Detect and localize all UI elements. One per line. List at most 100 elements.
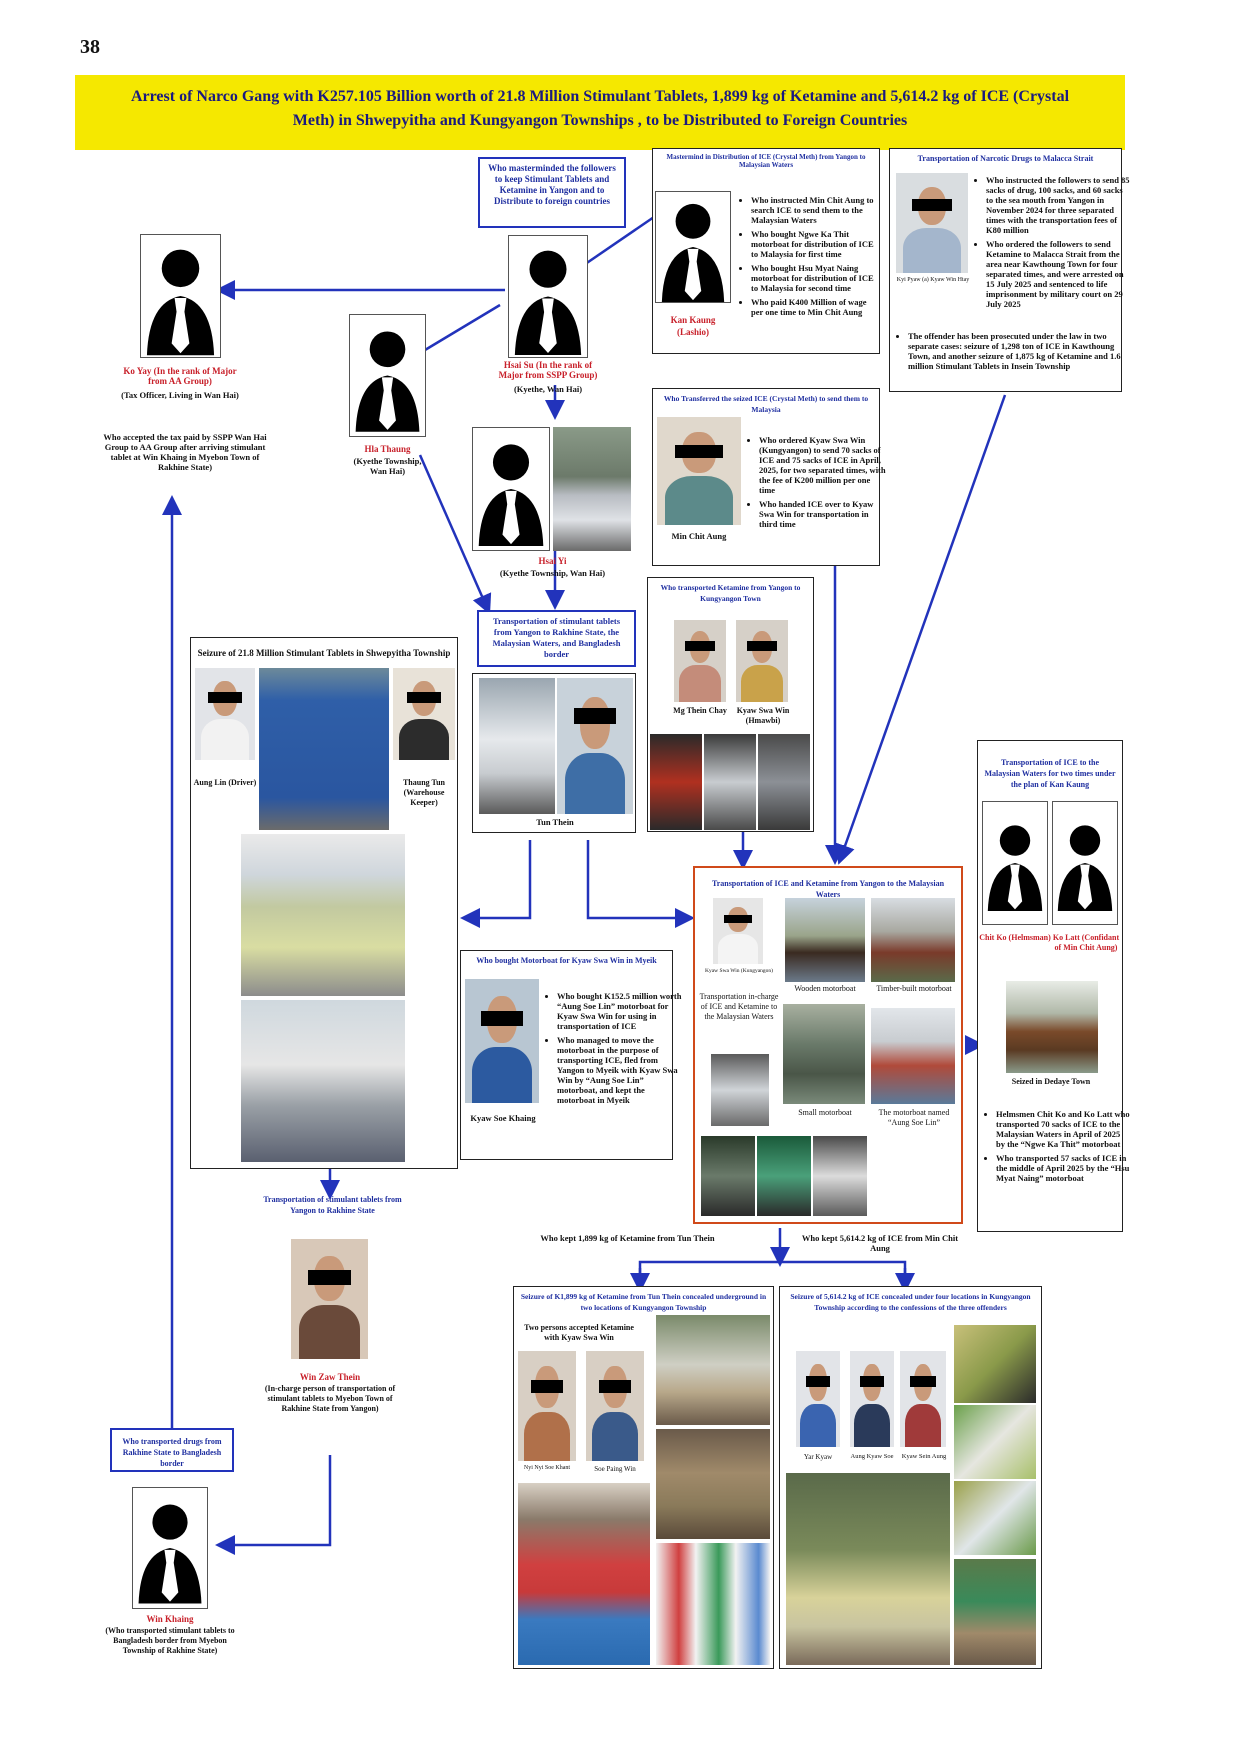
ice-package-photo-3: [954, 1481, 1036, 1555]
win-zaw-thein-name: Win Zaw Thein: [299, 1372, 361, 1382]
kyaw-swa-win-kungyangon-photo: [713, 898, 763, 964]
tun-thein-photo: [557, 678, 633, 814]
vehicle-photo-1: [701, 1136, 755, 1216]
ice-seizure-title: Seizure of 5,614.2 kg of ICE concealed u…: [790, 1292, 1031, 1312]
myeik-title: Who bought Motorboat for Kyaw Swa Win in…: [476, 956, 657, 965]
list-item: Who instructed the followers to send 85 …: [986, 175, 1131, 235]
ketamine-seizure-title: Seizure of K1,899 kg of Ketamine from Tu…: [520, 1292, 767, 1312]
car-photo-silver: [704, 734, 756, 830]
shwepyitha-title: Seizure of 21.8 Million Stimulant Tablet…: [197, 648, 451, 658]
ketamine-transport-title: Who transported Ketamine from Yangon to …: [660, 583, 801, 603]
malacca-person-photo: [896, 173, 968, 273]
kyaw-swa-win-kungyangon-caption: Kyaw Swa Win (Kungyangon): [705, 968, 773, 974]
list-item: Who bought Ngwe Ka Thit motorboat for di…: [751, 229, 879, 259]
page-number: 38: [80, 36, 100, 58]
min-chit-aung-title: Who Transferred the seized ICE (Crystal …: [663, 394, 869, 414]
kept-ice-label: Who kept 5,614.2 kg of ICE from Min Chit…: [801, 1233, 959, 1253]
malacca-bullets-bottom: The offender has been prosecuted under t…: [894, 331, 1130, 375]
chit-ko-name: Chit Ko (Helmsman): [979, 933, 1051, 942]
thaung-tun-photo: [393, 668, 455, 760]
malaysian-waters-title: Transportation of ICE and Ketamine from …: [711, 879, 945, 899]
vehicles-seizure-photo: [241, 1000, 405, 1162]
kyaw-sein-aung-name: Kyaw Sein Aung: [901, 1453, 947, 1460]
aung-soe-lin-photo: [871, 1008, 955, 1104]
hsai-su-silhouette: [508, 235, 588, 358]
banner-title: Arrest of Narco Gang with K257.105 Billi…: [130, 88, 1070, 129]
min-chit-aung-name: Min Chit Aung: [671, 531, 727, 541]
shwepyitha-box: Seizure of 21.8 Million Stimulant Tablet…: [190, 637, 458, 1169]
warehouse-photo: [259, 668, 389, 830]
ko-yay-note: Who accepted the tax paid by SSPP Wan Ha…: [103, 432, 267, 472]
win-zaw-thein-role: (In-charge person of transportation of s…: [264, 1384, 396, 1413]
list-item: Who handed ICE over to Kyaw Swa Win for …: [759, 499, 887, 529]
win-khaing-silhouette: [132, 1487, 208, 1609]
soe-paing-win-name: Soe Paing Win: [594, 1465, 636, 1473]
ketamine-underground-photo-2: [656, 1429, 770, 1539]
mg-thein-chay-name: Mg Thein Chay: [673, 706, 727, 715]
malacca-title: Transportation of Narcotic Drugs to Mala…: [917, 154, 1094, 163]
myeik-bullets: Who bought K152.5 million worth “Aung So…: [543, 991, 682, 1109]
kyaw-swa-win-hmawbi-photo: [736, 620, 788, 702]
wooden-motorboat-photo: [785, 898, 865, 982]
aung-lin-name: Aung Lin (Driver): [193, 778, 257, 787]
ketamine-seizure-subtitle: Two persons accepted Ketamine with Kyaw …: [524, 1323, 634, 1342]
tablets-seizure-photo: [241, 834, 405, 996]
kan-kaung-bullets: Who instructed Min Chit Aung to search I…: [737, 195, 879, 321]
car-photo-red: [650, 734, 702, 830]
title-banner: Arrest of Narco Gang with K257.105 Billi…: [75, 75, 1125, 150]
hsai-yi-name: Hsai Yi: [538, 556, 567, 566]
mastermind-box: Who masterminded the followers to keep S…: [478, 157, 626, 228]
ko-latt-silhouette: [1052, 801, 1118, 925]
bangladesh-box: Who transported drugs from Rakhine State…: [110, 1428, 234, 1472]
hsai-yi-silhouette: [472, 427, 550, 551]
kan-kaung-plan-title: Transportation of ICE to the Malaysian W…: [984, 758, 1116, 789]
yar-kyaw-name: Yar Kyaw: [803, 1453, 833, 1461]
kan-kaung-place: (Lashio): [676, 327, 709, 337]
aung-soe-lin-caption: The motorboat named “Aung Soe Lin”: [878, 1108, 950, 1127]
dedaye-boat-photo: [1006, 981, 1098, 1073]
vehicle-photo-2: [757, 1136, 811, 1216]
list-item: Who bought Hsu Myat Naing motorboat for …: [751, 263, 879, 293]
min-chit-aung-box: Who Transferred the seized ICE (Crystal …: [652, 388, 886, 566]
timber-motorboat-caption: Timber-built motorboat: [876, 984, 952, 993]
hsai-yi-place: (Kyethe Township, Wan Hai): [499, 568, 606, 578]
win-khaing-role: (Who transported stimulant tablets to Ba…: [105, 1626, 235, 1655]
wooden-motorboat-caption: Wooden motorboat: [794, 984, 856, 993]
kan-kaung-plan-bullets: Helmsmen Chit Ko and Ko Latt who transpo…: [982, 1109, 1130, 1187]
myeik-box: Who bought Motorboat for Kyaw Swa Win in…: [460, 950, 681, 1160]
yar-kyaw-photo: [796, 1351, 840, 1447]
malacca-bullets-top: Who instructed the followers to send 85 …: [972, 175, 1131, 313]
hsai-su-name: Hsai Su (In the rank of Major from SSPP …: [498, 360, 598, 380]
ice-concealed-photo: [954, 1559, 1036, 1665]
list-item: Who ordered the followers to send Ketami…: [986, 239, 1131, 309]
ketamine-transport-box: Who transported Ketamine from Yangon to …: [647, 577, 814, 832]
aung-kyaw-soe-photo: [850, 1351, 894, 1447]
rakhine-transport-label: Transportation of stimulant tablets from…: [263, 1195, 402, 1215]
win-khaing-name: Win Khaing: [146, 1614, 194, 1624]
ketamine-seizure-box: Seizure of K1,899 kg of Ketamine from Tu…: [513, 1286, 774, 1669]
soe-paing-win-photo: [586, 1351, 644, 1461]
kan-kaung-name: Kan Kaung: [670, 315, 716, 325]
tablets-route-title: Transportation of stimulant tablets from…: [492, 616, 621, 659]
suv-photo: [711, 1054, 769, 1126]
dedaye-caption: Seized in Dedaye Town: [1011, 1077, 1091, 1086]
tun-thein-box: Tun Thein: [472, 673, 636, 833]
list-item: The offender has been prosecuted under t…: [908, 331, 1130, 371]
malaysian-waters-box: Transportation of ICE and Ketamine from …: [693, 866, 963, 1224]
ice-package-photo-2: [954, 1405, 1036, 1479]
kan-kaung-plan-box: Transportation of ICE to the Malaysian W…: [977, 740, 1130, 1232]
small-motorboat-caption: Small motorboat: [798, 1108, 852, 1117]
list-item: Who transported 57 sacks of ICE in the m…: [996, 1153, 1130, 1183]
ketamine-packages-photo: [656, 1543, 770, 1665]
malacca-caption: Kyi Pyaw (a) Kyaw Win Htay: [896, 277, 970, 283]
ketamine-display-photo: [518, 1483, 650, 1665]
ko-latt-name: Ko Latt (Confidant of Min Chit Aung): [1052, 933, 1120, 952]
list-item: Helmsmen Chit Ko and Ko Latt who transpo…: [996, 1109, 1130, 1149]
hla-thaung-silhouette: [349, 314, 426, 437]
hla-thaung-name: Hla Thaung: [364, 444, 411, 454]
aung-kyaw-soe-name: Aung Kyaw Soe: [850, 1453, 894, 1460]
kyaw-soe-khaing-photo: [465, 979, 539, 1103]
ko-yay-role: (Tax Officer, Living in Wan Hai): [121, 390, 239, 400]
kyaw-swa-win-hmawbi-name: Kyaw Swa Win (Hmawbi): [736, 706, 790, 725]
ice-package-photo-1: [954, 1325, 1036, 1403]
